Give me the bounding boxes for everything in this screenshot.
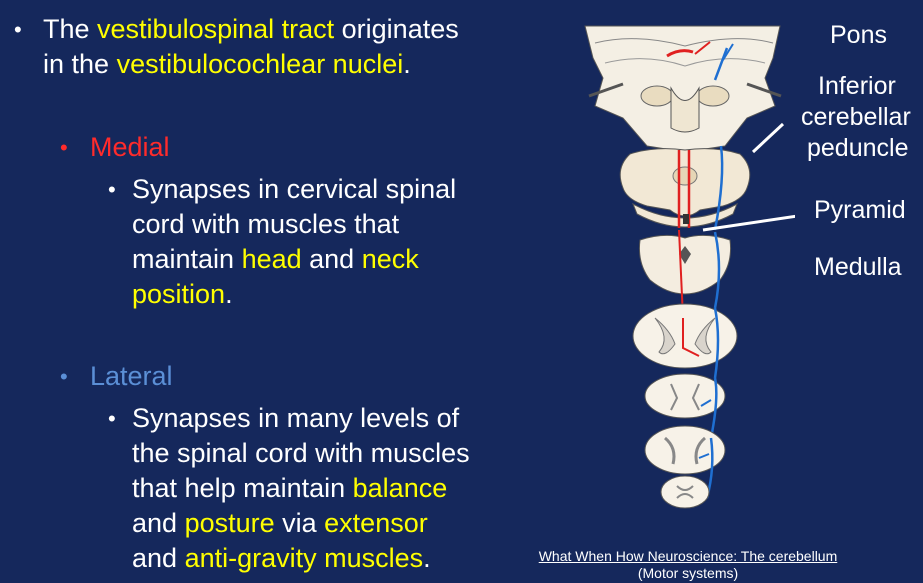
text-run: in the [43, 49, 117, 79]
lateral-sub-bullet-dot: • [108, 406, 116, 431]
text-run: and [132, 508, 185, 538]
lateral-line-3: that help maintain balance [132, 471, 447, 506]
label-pons: Pons [830, 21, 887, 49]
label-icp-line-3: peduncle [807, 134, 909, 162]
text-run: originates [334, 14, 459, 44]
lateral-line-1: Synapses in many levels of [132, 403, 460, 433]
lateral-bullet-dot: • [60, 364, 68, 389]
highlight-posture: posture [184, 508, 275, 538]
medial-heading: Medial [90, 132, 170, 162]
highlight-extensor: extensor [324, 508, 428, 538]
highlight-position: position [132, 279, 226, 309]
text-run: The [43, 14, 98, 44]
highlight-neck: neck [361, 244, 419, 274]
label-medulla: Medulla [814, 253, 902, 281]
lower-medulla-section [639, 229, 731, 319]
citation-subtitle: (Motor systems) [637, 565, 739, 581]
brainstem-spinal-cord-diagram [584, 25, 795, 509]
highlight-vestibulospinal-tract: vestibulospinal tract [97, 14, 335, 44]
lateral-line-5: and anti-gravity muscles. [132, 541, 431, 576]
icp-leader-line [751, 122, 785, 154]
main-bullet-dot: • [14, 17, 22, 42]
main-bullet-line-2: in the vestibulocochlear nuclei. [43, 47, 411, 82]
lateral-line-2: the spinal cord with muscles [132, 438, 470, 468]
thoracic-cord-section [644, 373, 726, 439]
text-run: and [132, 543, 185, 573]
text-run: and [301, 244, 362, 274]
medial-bullet-dot: • [60, 135, 68, 160]
medial-line-1: Synapses in cervical spinal [132, 174, 457, 204]
text-run: . [403, 49, 411, 79]
lateral-heading: Lateral [90, 361, 173, 391]
lumbar-cord-section [644, 425, 726, 499]
medial-line-4: position. [132, 277, 233, 312]
highlight-anti-gravity-muscles: anti-gravity muscles [184, 543, 424, 573]
text-run: maintain [132, 244, 242, 274]
highlight-balance: balance [352, 473, 448, 503]
label-pyramid: Pyramid [814, 196, 906, 224]
text-run: . [225, 279, 233, 309]
sacral-cord-section [660, 475, 710, 509]
text-run: . [423, 543, 431, 573]
main-bullet-line-1: The vestibulospinal tract originates [43, 12, 459, 47]
cervical-cord-section [632, 303, 738, 379]
medial-sub-bullet-dot: • [108, 177, 116, 202]
label-icp-line-2: cerebellar [801, 103, 911, 131]
pyramid-leader-line [702, 214, 795, 232]
label-icp-line-1: Inferior [818, 72, 896, 100]
highlight-vestibulocochlear-nuclei: vestibulocochlear nuclei [116, 49, 404, 79]
pons-section [584, 25, 782, 153]
lateral-line-4: and posture via extensor [132, 506, 428, 541]
citation: What When How Neuroscience: The cerebell… [506, 548, 870, 582]
upper-medulla-section [619, 145, 751, 231]
text-run: via [274, 508, 325, 538]
citation-link[interactable]: What When How Neuroscience: The cerebell… [538, 548, 838, 564]
text-run: that help maintain [132, 473, 353, 503]
medial-line-2: cord with muscles that [132, 209, 400, 239]
medial-line-3: maintain head and neck [132, 242, 419, 277]
highlight-head: head [241, 244, 302, 274]
